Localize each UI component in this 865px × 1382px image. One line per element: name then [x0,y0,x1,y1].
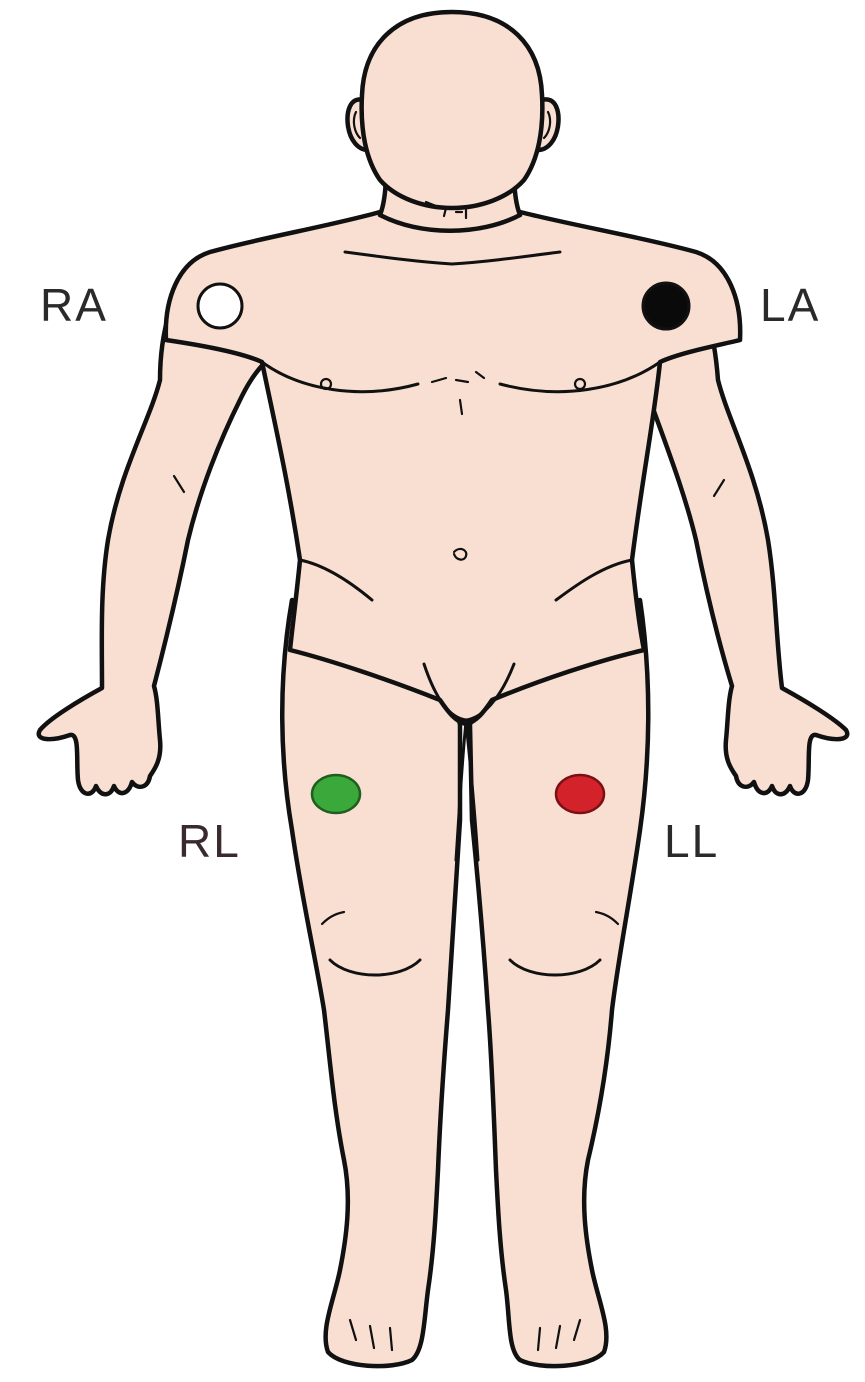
electrode-right-leg [312,775,360,813]
label-rl: RL [178,818,241,864]
label-ra: RA [40,282,108,328]
left-leg [470,600,648,1366]
right-leg [282,600,460,1366]
label-ll: LL [664,818,719,864]
electrode-left-arm [643,283,689,329]
head [362,12,543,208]
electrode-left-leg [556,775,604,813]
label-la: LA [760,282,820,328]
electrode-right-arm [198,284,242,328]
